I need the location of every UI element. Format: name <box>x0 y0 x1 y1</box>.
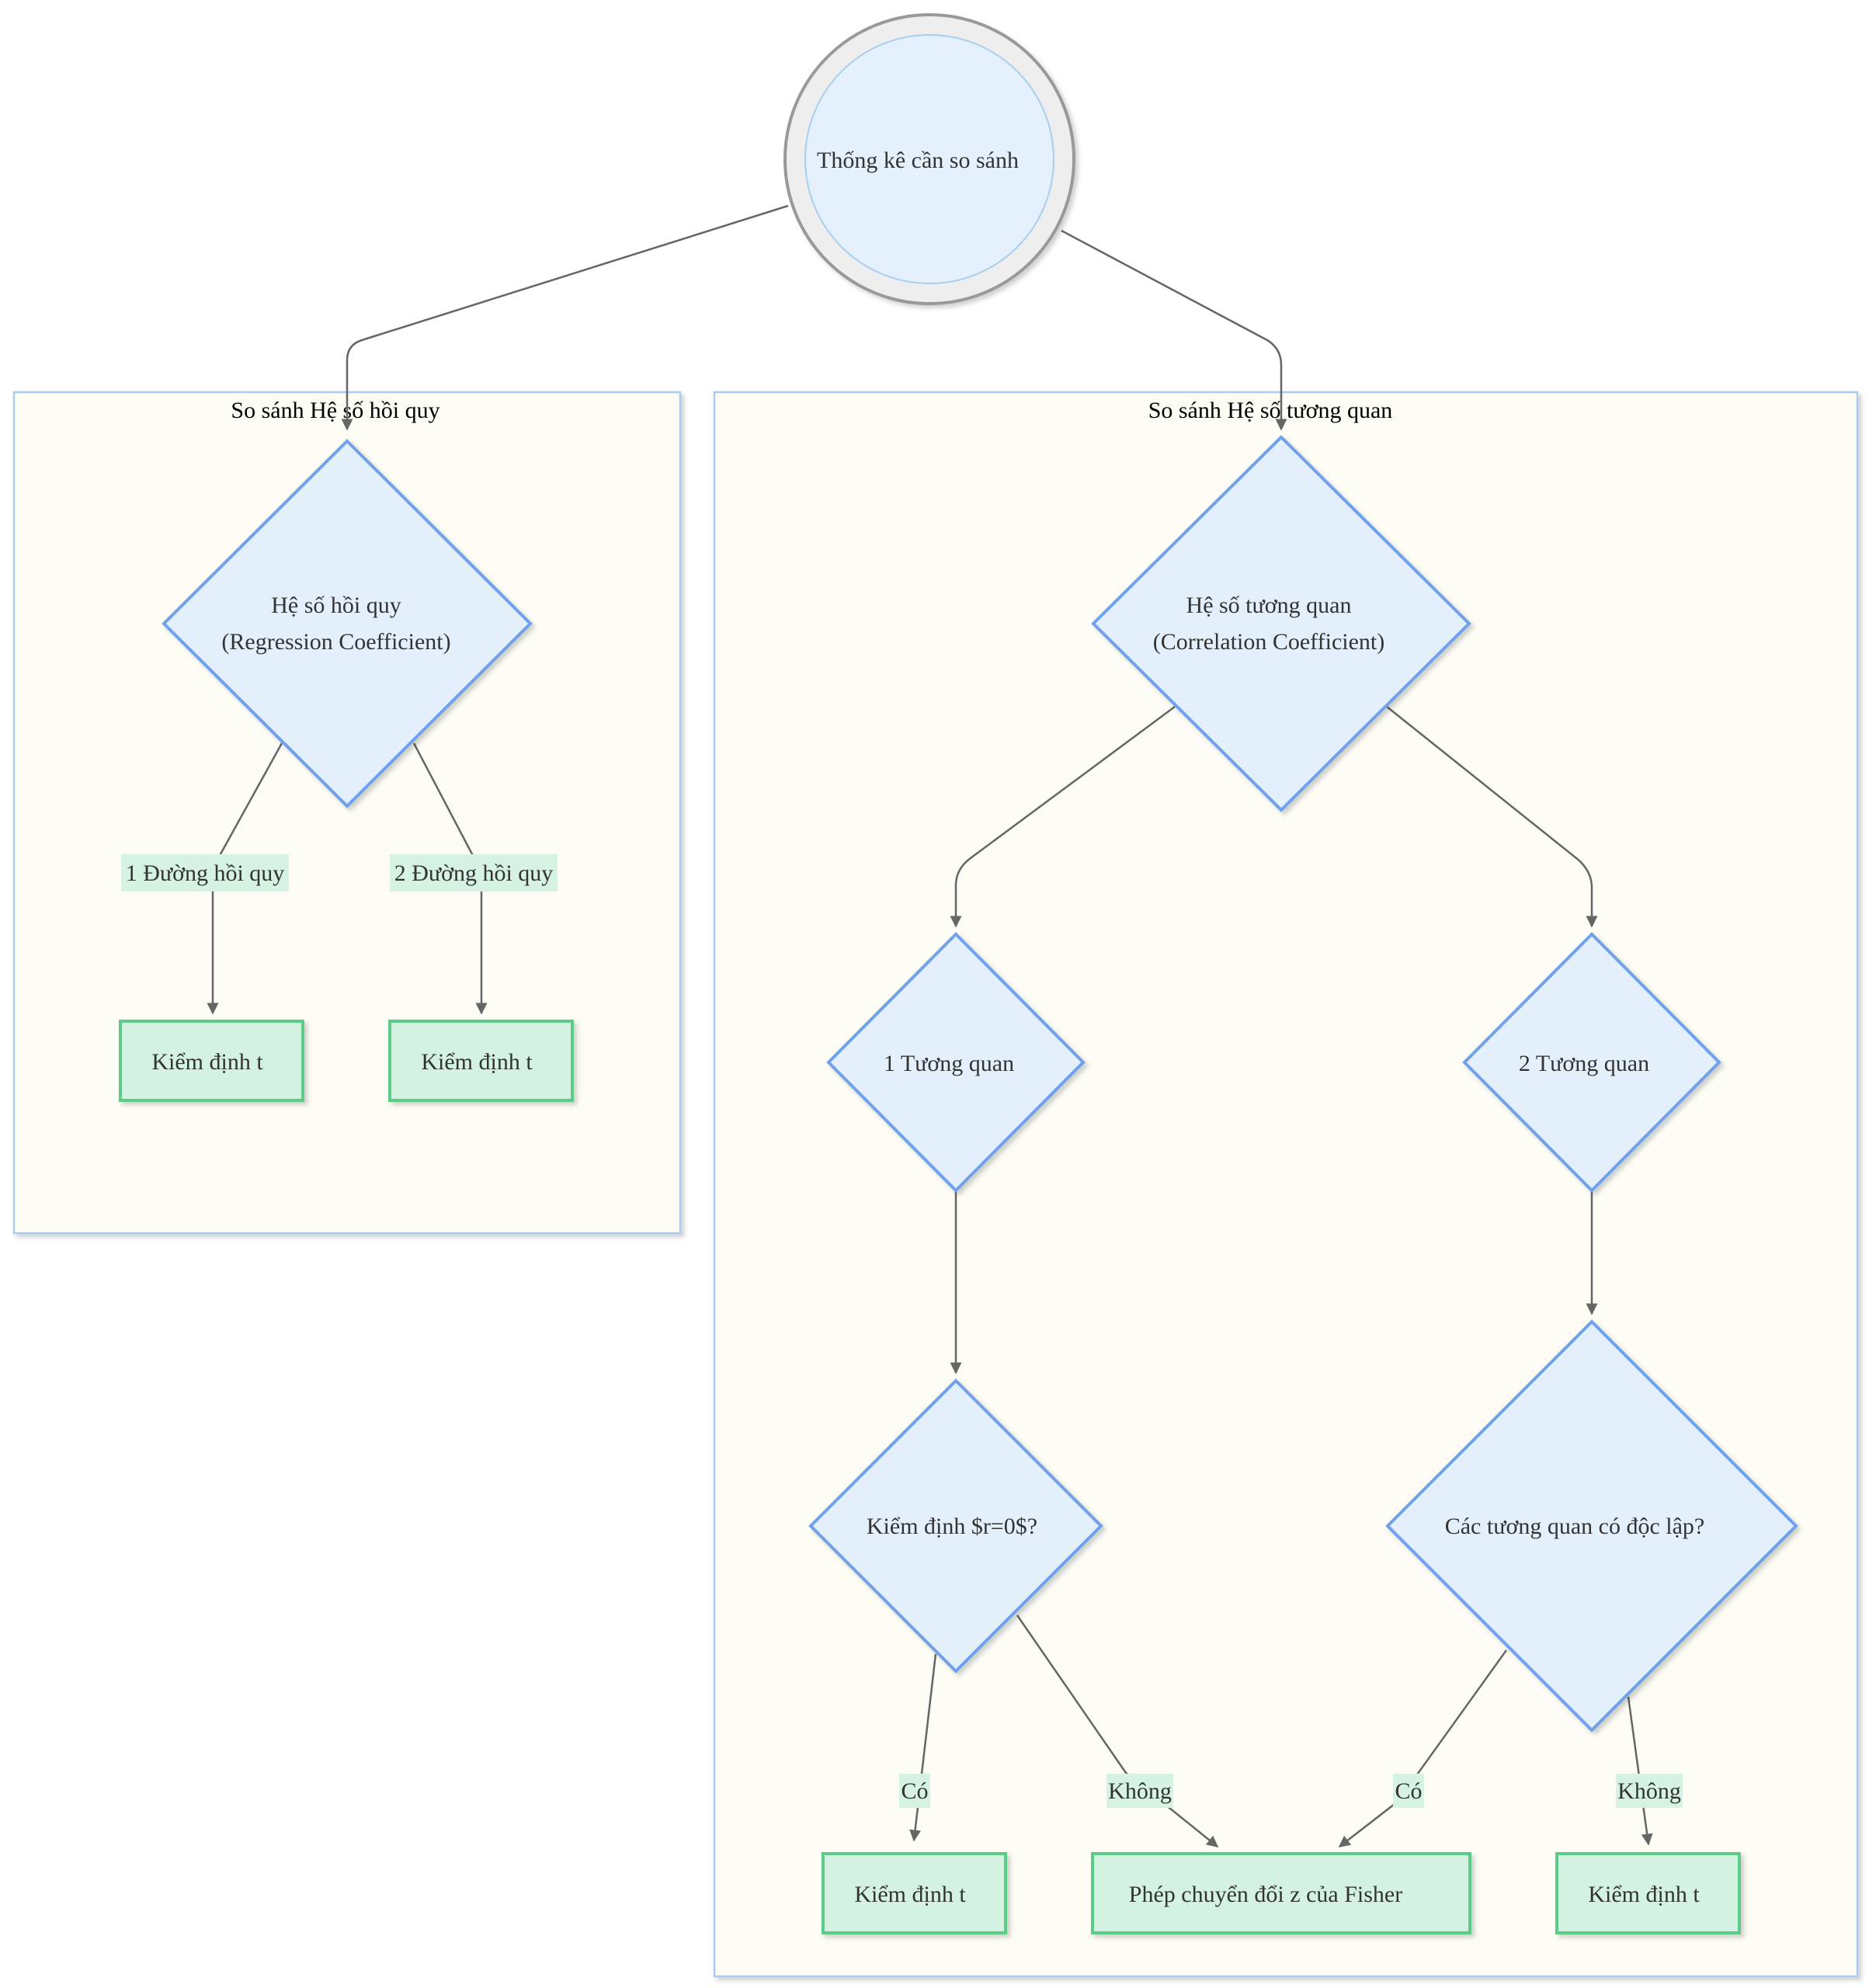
edge-label-no-left: Không <box>1108 1778 1172 1804</box>
edge-start-to-regression <box>341 204 789 431</box>
edge-label-one-regression: 1 Đường hồi quy <box>126 860 285 886</box>
edge-correlation-one <box>950 705 1176 928</box>
edge-start-to-correlation <box>1061 229 1287 431</box>
correlation-result-t-right-node[interactable]: Kiểm định t <box>1555 1852 1741 1934</box>
correlation-result-t-left-node[interactable]: Kiểm định t <box>822 1852 1007 1934</box>
start-node-label: Thống kê cần so sánh <box>817 148 1019 173</box>
edge-test-no <box>1016 1614 1219 1847</box>
regression-decision-line1: Hệ số hồi quy <box>271 593 401 618</box>
edge-label-yes-left: Có <box>901 1778 928 1804</box>
regression-result-two-label: Kiểm định t <box>421 1049 533 1075</box>
correlation-two-label: 2 Tương quan <box>1519 1051 1649 1076</box>
start-node[interactable]: Thống kê cần so sánh <box>783 13 1075 305</box>
correlation-decision-line2: (Correlation Coefficient) <box>1153 629 1385 655</box>
cluster-regression-title: So sánh Hệ số hồi quy <box>231 398 439 423</box>
edge-correlation-two <box>1386 706 1598 928</box>
correlation-result-t-left-label: Kiểm định t <box>854 1882 966 1907</box>
independent-label: Các tương quan có độc lập? <box>1445 1514 1705 1539</box>
correlation-one-label: 1 Tương quan <box>884 1051 1014 1076</box>
correlation-result-fisher-label: Phép chuyển đổi z của Fisher <box>1129 1882 1402 1907</box>
edge-independent-no <box>1627 1696 1653 1846</box>
correlation-result-t-right-label: Kiểm định t <box>1588 1882 1700 1907</box>
edge-labels: 1 Đường hồi quy 2 Đường hồi quy Có Không… <box>121 854 1683 1808</box>
regression-result-one-label: Kiểm định t <box>151 1049 263 1075</box>
correlation-one-node[interactable]: 1 Tương quan <box>826 932 1086 1193</box>
independent-node[interactable]: Các tương quan có độc lập? <box>1385 1319 1798 1733</box>
correlation-decision-line1: Hệ số tương quan <box>1186 593 1352 618</box>
edge-label-two-regression: 2 Đường hồi quy <box>394 860 554 886</box>
correlation-two-node[interactable]: 2 Tương quan <box>1462 932 1721 1193</box>
edge-label-yes-right: Có <box>1395 1778 1422 1804</box>
regression-decision-line2: (Regression Coefficient) <box>221 629 450 655</box>
regression-result-two-node[interactable]: Kiểm định t <box>388 1020 574 1102</box>
regression-result-one-node[interactable]: Kiểm định t <box>119 1020 304 1102</box>
edge-label-no-right: Không <box>1617 1778 1681 1804</box>
correlation-result-fisher-node[interactable]: Phép chuyển đổi z của Fisher <box>1091 1852 1471 1934</box>
cluster-correlation-title: So sánh Hệ số tương quan <box>1148 398 1393 423</box>
correlation-decision-node[interactable]: Hệ số tương quan (Correlation Coefficien… <box>1091 435 1471 812</box>
edge-test-yes <box>909 1653 937 1842</box>
regression-decision-node[interactable]: Hệ số hồi quy (Regression Coefficient) <box>162 439 533 808</box>
test-r0-node[interactable]: Kiểm định $r=0$? <box>808 1378 1103 1673</box>
test-r0-label: Kiểm định $r=0$? <box>867 1514 1037 1539</box>
